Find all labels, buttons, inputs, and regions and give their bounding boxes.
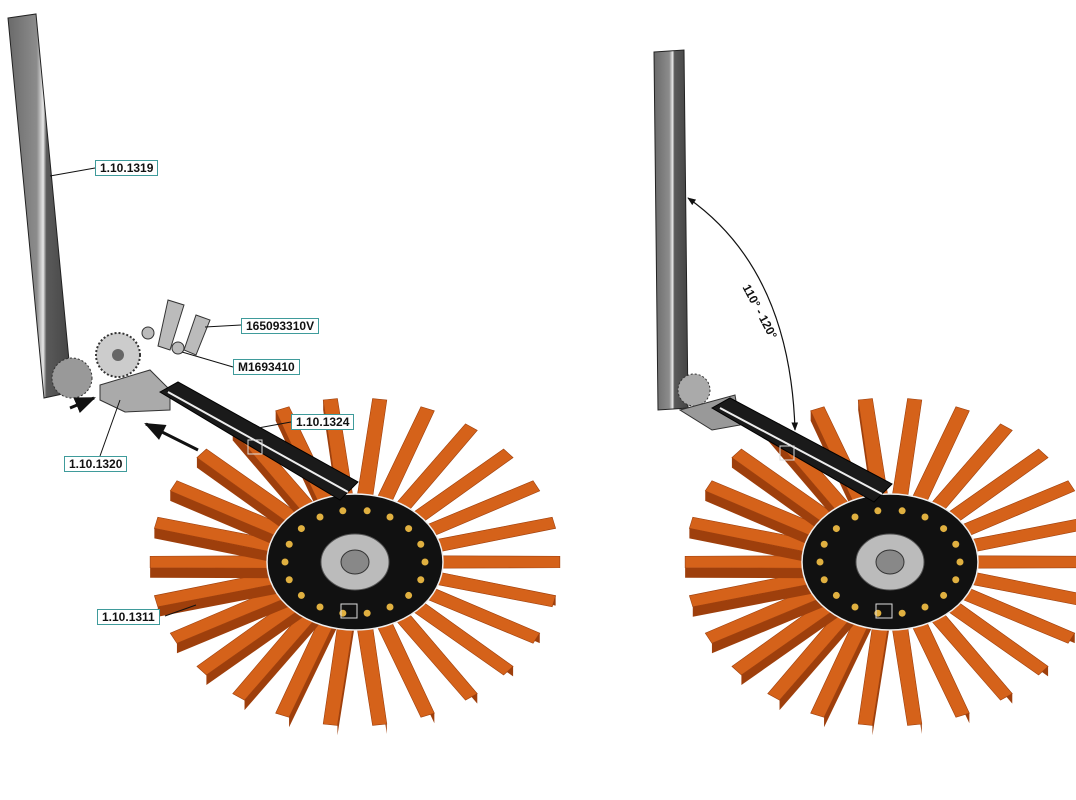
logo-mark [779,445,795,461]
tine-shadow [170,490,290,552]
disc-bolt [952,576,960,584]
tine-shadow [157,581,290,617]
disc-bolt [940,525,948,533]
disc-bolt [940,591,948,599]
tine-shadow [711,593,833,654]
tine-shadow [824,616,873,728]
disc-bolt [297,591,305,599]
disc-bolt [874,507,882,515]
disc-bolt [363,507,371,515]
disc-bolt [898,507,906,515]
disc-bolt [339,507,347,515]
tine-shadow [689,528,821,565]
logo-mark [340,603,358,619]
disc-bolt [386,513,394,521]
tine-shadow [244,611,322,711]
hub-nut [340,549,370,575]
gear-hub [112,349,124,361]
disc-bolt [417,576,425,584]
disc-bolt [386,603,394,611]
tine-shadow [872,617,890,736]
disc-bolt [921,603,929,611]
disc-bolt [820,576,828,584]
tine-shadow [779,611,857,711]
tine-shadow [692,581,825,617]
disc-bolt [405,591,413,599]
leader-lines [49,167,292,617]
tine-shadow [741,603,844,685]
tine-shadow [289,616,338,728]
disc-bolt [952,540,960,548]
disc-bolt [832,591,840,599]
gear-left-post [51,357,93,399]
disc-bolt [285,540,293,548]
label-nut: M1693410 [233,359,300,375]
label-bolt: 165093310V [241,318,320,334]
disc-bolt [820,540,828,548]
tine-shadow [731,457,833,540]
disc-bolt [921,513,929,521]
tine-shadow [767,430,845,530]
tine-shadow [196,457,298,540]
post-right [653,49,689,411]
disc-bolt [339,609,347,617]
tine-shadow [206,603,309,685]
tine-shadow [337,617,355,736]
tine-shadow [154,528,286,565]
tine-shadow [176,593,298,654]
disc-bolt [816,558,824,566]
assembly-arrow [69,396,96,414]
logo-mark [875,603,893,619]
disc-bolt [316,513,324,521]
tine [424,555,561,569]
disc-bolt [956,558,964,566]
post-left [7,13,73,399]
logo-mark [247,439,263,455]
left-assembly [7,13,359,617]
disc-bolt [285,576,293,584]
disc-bolt [363,609,371,617]
label-post: 1.10.1319 [95,160,159,176]
angle-arc [687,197,799,431]
disc-bolt [898,609,906,617]
tine-shadow [685,567,821,579]
disc-bolt [281,558,289,566]
tine-shadow [150,567,286,579]
tine-shadow [705,490,825,552]
disc-bolt [421,558,429,566]
right-assembly [653,49,893,503]
disc-bolt [851,603,859,611]
label-star-wheel: 1.10.1311 [97,609,160,625]
hub-nut [875,549,905,575]
label-arm: 1.10.1324 [291,414,355,430]
disc-bolt [405,525,413,533]
arm-highlight [167,391,349,493]
disc-bolt [417,540,425,548]
disc-bolt [851,513,859,521]
assembly-arrow [144,422,199,452]
bolts [141,299,211,356]
tine-shadow [232,430,310,530]
disc-bolt [874,609,882,617]
gear-right [677,373,711,407]
disc-bolt [297,525,305,533]
bracket [99,369,171,413]
disc-bolt [316,603,324,611]
disc-bolt [832,525,840,533]
label-bracket: 1.10.1320 [64,456,128,472]
